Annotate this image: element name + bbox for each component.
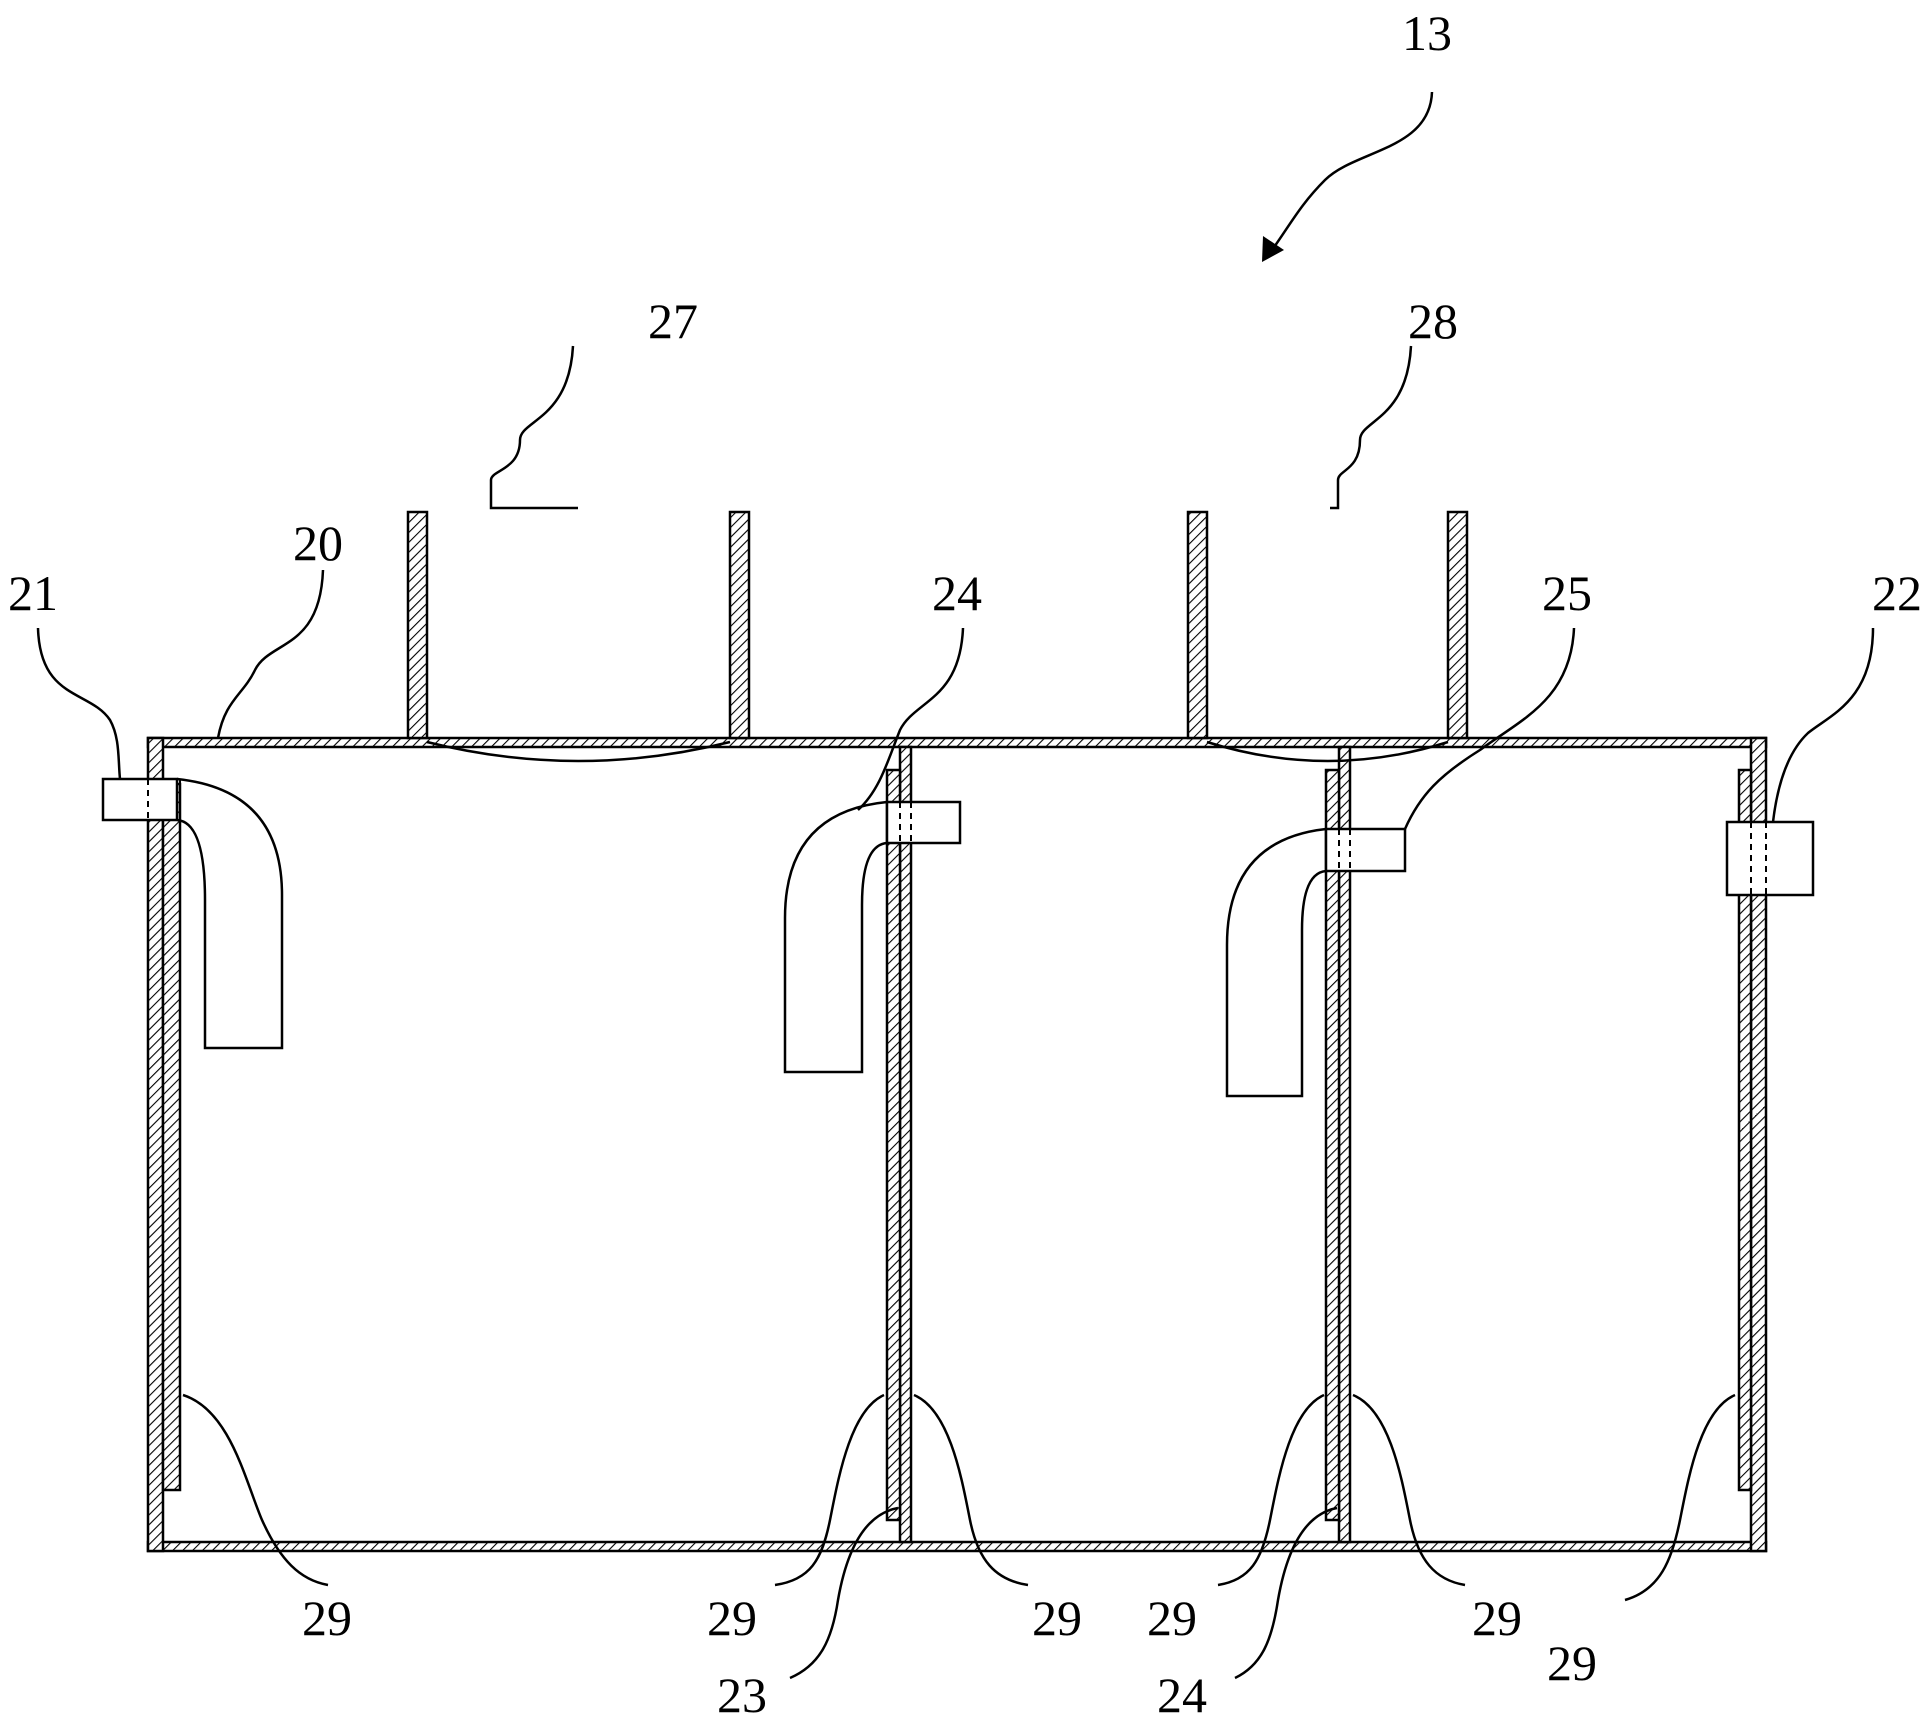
leader-plate-b [774,1393,885,1587]
elbow-pipe-24 [783,800,962,1074]
label-manhole-27: 27 [648,293,698,349]
baffle-plate-left [161,782,182,1492]
leader-plate-e [1352,1393,1466,1587]
label-inlet: 21 [8,565,58,621]
label-manhole-28: 28 [1408,293,1458,349]
manhole-riser-28 [1186,510,1469,763]
manhole-riser-27 [406,510,751,763]
leader-partition-1 [789,1506,899,1680]
leader-plate-a [182,1393,329,1587]
leader-inlet [36,627,122,780]
leader-plate-c [913,1393,1029,1587]
label-plate-f: 29 [1547,1635,1597,1691]
leader-lines [36,91,1875,1680]
leader-assembly [1270,91,1434,251]
label-assembly: 13 [1402,5,1452,61]
leader-tank-top [216,569,325,739]
elbow-pipe-25 [1225,827,1407,1098]
tank-bottom-wall [146,1540,1768,1553]
label-partition-1: 23 [717,1667,767,1720]
label-plate-b: 29 [707,1590,757,1646]
label-plate-a: 29 [302,1590,352,1646]
label-plate-c: 29 [1032,1590,1082,1646]
baffle-plate-mid-1 [885,768,902,1522]
partition-wall-1 [898,745,913,1544]
leader-plate-d [1217,1393,1325,1587]
label-elbow-24: 24 [932,565,982,621]
label-outlet: 22 [1872,565,1922,621]
tank-shell [146,736,1768,1553]
label-plate-d: 29 [1147,1590,1197,1646]
leader-plate-f [1624,1393,1736,1602]
outlet-pipe [1725,820,1815,897]
leader-partition-2 [1234,1506,1338,1680]
leader-manhole-28 [1330,345,1413,510]
leader-elbow-25 [1403,627,1576,830]
baffle-plate-mid-2 [1324,768,1341,1522]
leader-manhole-27 [489,345,578,510]
assembly-arrow-icon [1262,236,1284,262]
label-plate-e: 29 [1472,1590,1522,1646]
leader-elbow-24 [857,627,965,811]
label-partition-2: 24 [1157,1667,1207,1720]
label-elbow-25: 25 [1542,565,1592,621]
tank-top-wall [146,736,1768,749]
leader-outlet [1771,627,1875,823]
inlet-pipe [101,777,284,1050]
baffle-plate-right [1737,768,1753,1492]
tank-left-wall [146,736,165,1553]
label-tank-top: 20 [293,515,343,571]
